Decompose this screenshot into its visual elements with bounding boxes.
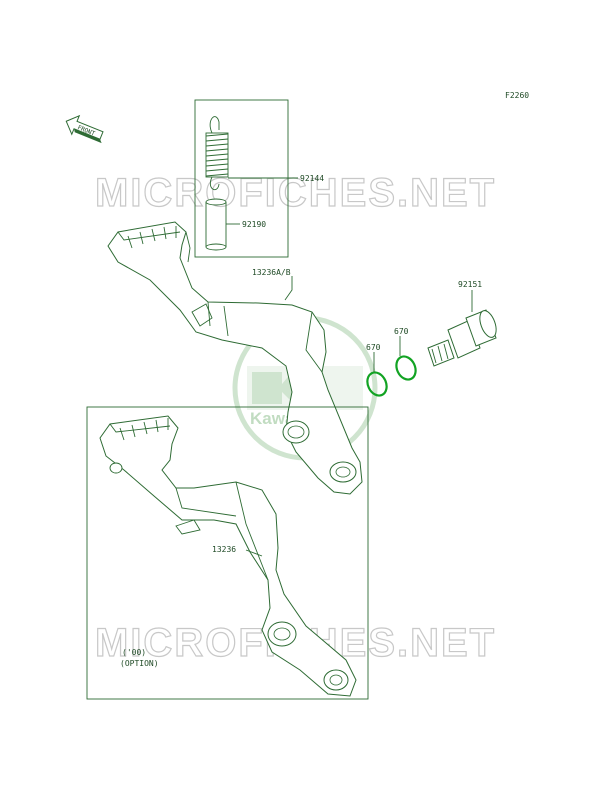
- oring-right: [395, 355, 417, 381]
- leader-13236: [245, 549, 263, 557]
- option-year: ('00): [122, 648, 146, 657]
- leader-13236ab: [284, 276, 293, 301]
- pivot-bolt: [427, 309, 497, 367]
- oring-left: [366, 371, 388, 397]
- part-label-92151: 92151: [458, 280, 482, 289]
- part-label-670-left: 670: [366, 343, 381, 352]
- collar: [205, 198, 227, 251]
- front-arrow-icon: FRONT: [65, 114, 104, 144]
- part-label-13236: 13236: [212, 545, 236, 554]
- figure-code: F2260: [505, 91, 529, 100]
- option-note: (OPTION): [120, 659, 159, 668]
- spring-box: [194, 99, 289, 258]
- brake-pedal-upper: [107, 221, 363, 495]
- part-label-670-right: 670: [394, 327, 409, 336]
- part-label-92144: 92144: [300, 174, 324, 183]
- brake-pedal-lower: [99, 415, 357, 697]
- part-label-13236ab: 13236A/B: [252, 268, 291, 277]
- part-label-92190: 92190: [242, 220, 266, 229]
- option-box: [86, 406, 369, 700]
- return-spring: [205, 116, 229, 191]
